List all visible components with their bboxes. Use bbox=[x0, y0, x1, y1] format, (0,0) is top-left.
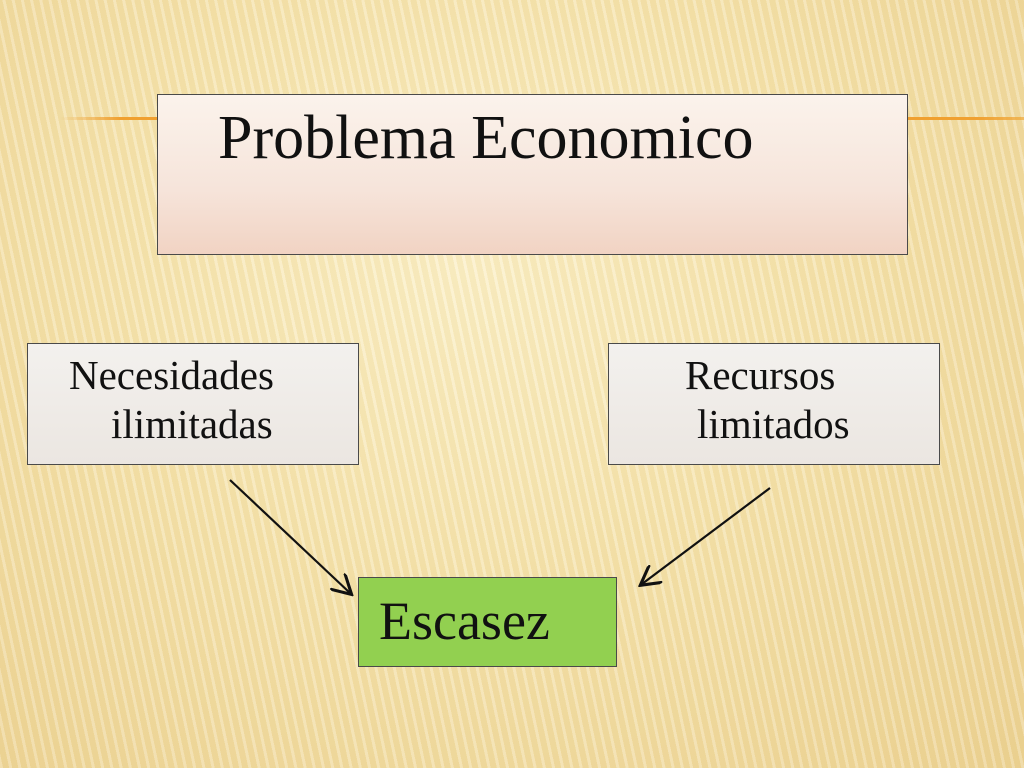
resources-box: Recursos limitados bbox=[608, 343, 940, 465]
scarcity-label: Escasez bbox=[379, 591, 550, 651]
resources-label-line2: limitados bbox=[697, 401, 850, 447]
needs-box: Necesidades ilimitadas bbox=[27, 343, 359, 465]
scarcity-box: Escasez bbox=[358, 577, 617, 667]
needs-label-line1: Necesidades bbox=[69, 352, 274, 398]
accent-line-right bbox=[906, 117, 1024, 120]
arrow-resources-to-scarcity bbox=[642, 487, 771, 584]
slide-title: Problema Economico bbox=[218, 104, 754, 172]
arrow-needs-to-scarcity bbox=[229, 479, 350, 593]
accent-line-left bbox=[60, 117, 160, 120]
title-box: Problema Economico bbox=[157, 94, 908, 255]
needs-label-line2: ilimitadas bbox=[111, 401, 273, 447]
resources-label-line1: Recursos bbox=[685, 352, 836, 398]
